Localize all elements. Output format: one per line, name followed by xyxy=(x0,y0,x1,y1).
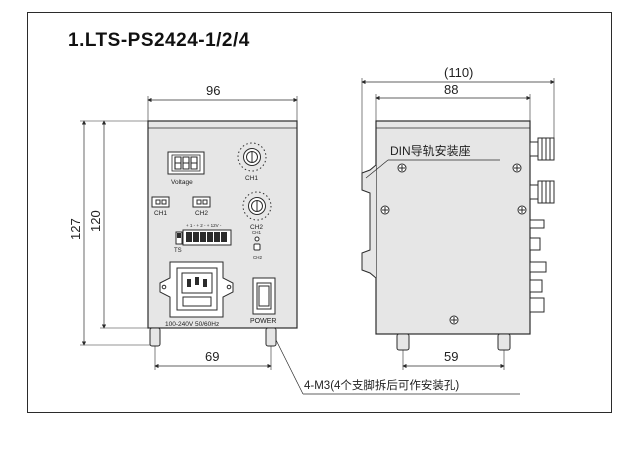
side-screw xyxy=(512,163,522,173)
power-label: POWER xyxy=(250,318,276,325)
front-height-outer-dim: 127 xyxy=(68,218,83,240)
knob2-label: CH2 xyxy=(250,224,263,231)
side-foot-left xyxy=(396,333,410,351)
side-foot-right xyxy=(497,333,511,351)
front-foot-right xyxy=(265,327,277,347)
drawing-frame xyxy=(27,12,612,413)
ch2-led xyxy=(253,243,261,251)
power-switch xyxy=(252,277,276,315)
side-knob-profile xyxy=(529,137,555,161)
connector1-label: CH1 xyxy=(154,210,167,217)
side-screw xyxy=(397,163,407,173)
side-view xyxy=(361,78,555,370)
input-voltage-label: 100-240V 50/60Hz xyxy=(165,321,219,328)
side-screw xyxy=(449,315,459,325)
ch1-led xyxy=(254,236,260,242)
front-view xyxy=(80,96,520,395)
front-foot-left xyxy=(149,327,161,347)
side-body xyxy=(375,120,531,335)
din-mount-label: DIN导轨安装座 xyxy=(390,143,471,158)
side-screw xyxy=(380,205,390,215)
side-screw xyxy=(517,205,527,215)
display-label: Voltage xyxy=(171,179,193,186)
side-feet-dim: 59 xyxy=(444,349,458,364)
side-body-depth-dim: 88 xyxy=(444,82,458,97)
front-feet-dim: 69 xyxy=(205,349,219,364)
connector2-label: CH2 xyxy=(195,210,208,217)
front-height-inner-dim: 120 xyxy=(88,210,103,232)
ac-power-inlet xyxy=(159,261,234,318)
ts-label: TS xyxy=(174,248,182,254)
ch2-connector xyxy=(192,196,211,208)
drawing-title: 1.LTS-PS2424-1/2/4 xyxy=(68,30,250,51)
mount-note: 4-M3(4个支脚拆后可作安装孔) xyxy=(304,378,459,392)
knob1-label: CH1 xyxy=(245,175,258,182)
led2-label: CH2 xyxy=(253,255,262,260)
ch1-connector xyxy=(151,196,170,208)
din-rail-mount xyxy=(361,164,377,279)
led1-label: CH1 xyxy=(252,230,261,235)
output-terminal-block xyxy=(182,229,232,246)
ch2-knob xyxy=(242,191,272,221)
ch1-knob xyxy=(237,142,267,172)
side-knob-profile xyxy=(529,180,555,204)
terminal-labels: + 1 - + 2 - + 12V - xyxy=(186,223,222,228)
side-total-depth-dim: (110) xyxy=(444,65,473,80)
front-width-dim: 96 xyxy=(206,83,220,98)
